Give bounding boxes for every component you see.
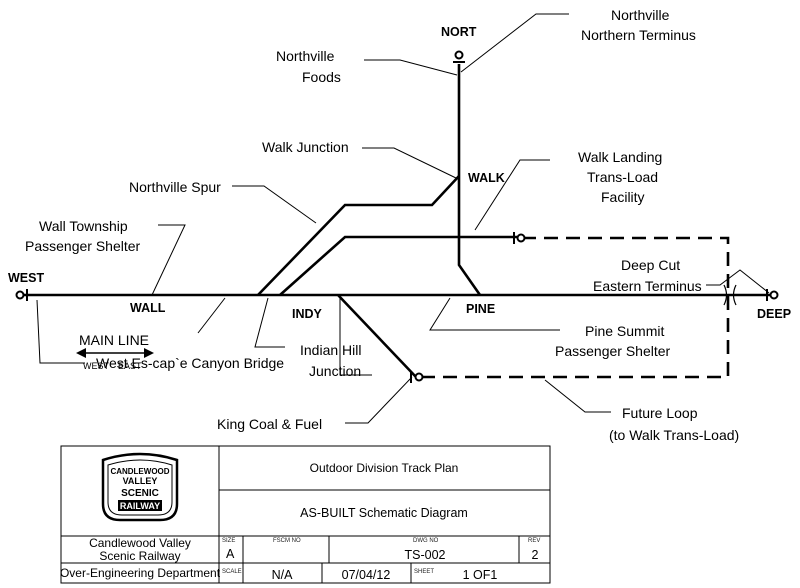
station-deep: DEEP [757,307,791,321]
svg-text:Future Loop: Future Loop [622,405,698,421]
callout-future-loop: Future Loop (to Walk Trans-Load) [609,405,739,443]
west-end-marker [15,290,25,300]
title-block [60,445,551,584]
callout-northville-terminus: Northville Northern Terminus [581,7,696,43]
station-west: WEST [8,271,44,285]
department: Over-Engineering Department [60,566,221,580]
callout-walk-junction: Walk Junction [262,139,349,155]
company-line2: Scenic Railway [99,549,180,563]
legend-arrow-right-icon [144,348,154,358]
scale-value: N/A [272,568,294,582]
svg-text:SCENIC: SCENIC [121,488,159,499]
dwg-value: TS-002 [405,548,446,562]
svg-text:SHEET: SHEET [414,569,434,575]
deep-cut-marks [723,284,737,306]
north-branch-track [457,64,482,296]
svg-text:DWG NO: DWG NO [413,538,439,544]
svg-text:SIZE: SIZE [222,538,235,544]
title-block-subtitle: AS-BUILT Schematic Diagram [300,506,468,520]
legend-west: WEST [83,361,110,371]
svg-text:SCALE: SCALE [222,569,242,575]
legend-arrow-left-icon [76,348,86,358]
date-value: 07/04/12 [342,568,391,582]
walk-landing-end-marker [516,233,526,243]
rev-value: 2 [532,548,539,562]
northville-spur-track [257,175,460,296]
deep-end-marker [769,290,779,300]
sheet-value: 1 OF1 [463,568,498,582]
cvsr-logo: CANDLEWOOD VALLEY SCENIC RAILWAY [101,452,179,522]
svg-text:Northville: Northville [276,48,335,64]
svg-text:Eastern Terminus: Eastern Terminus [593,278,702,294]
svg-text:Junction: Junction [309,363,361,379]
svg-text:CANDLEWOOD: CANDLEWOOD [110,467,169,476]
svg-text:Facility: Facility [601,189,645,205]
callout-west-bridge: West Es-cap`e Canyon Bridge [96,355,284,371]
future-loop-track [420,236,730,379]
svg-text:Deep Cut: Deep Cut [621,257,680,273]
title-block-title: Outdoor Division Track Plan [310,461,459,475]
track-lines [22,64,775,378]
svg-text:Indian Hill: Indian Hill [300,342,361,358]
svg-text:Trans-Load: Trans-Load [587,169,658,185]
callout-northville-spur: Northville Spur [129,179,221,195]
callout-indian-hill: Indian Hill Junction [300,342,361,379]
svg-text:Foods: Foods [302,69,341,85]
station-wall: WALL [130,301,166,315]
svg-text:REV: REV [528,538,540,544]
king-coal-spur-track [337,294,417,378]
size-value: A [226,547,235,561]
legend-east: EAST [118,361,142,371]
svg-text:VALLEY: VALLEY [123,476,158,486]
svg-text:Northern Terminus: Northern Terminus [581,27,696,43]
callout-wall-township: Wall Township Passenger Shelter [25,218,141,254]
svg-text:Wall Township: Wall Township [39,218,128,234]
svg-text:FSCM NO: FSCM NO [273,538,301,544]
king-coal-end-marker [414,372,424,382]
callout-northville-foods: Northville Foods [276,48,341,85]
svg-text:Passenger Shelter: Passenger Shelter [555,343,671,359]
walk-landing-spur-track [279,235,518,296]
nort-end-marker [454,50,464,60]
svg-text:Walk Landing: Walk Landing [578,149,662,165]
legend-title: MAIN LINE [79,332,149,348]
svg-text:RAILWAY: RAILWAY [120,501,160,511]
callout-king-coal: King Coal & Fuel [217,416,322,432]
svg-text:(to Walk Trans-Load): (to Walk Trans-Load) [609,427,739,443]
station-walk: WALK [468,171,505,185]
station-pine: PINE [466,302,495,316]
callout-walk-landing: Walk Landing Trans-Load Facility [578,149,662,205]
station-nort: NORT [441,25,477,39]
main-line-legend: MAIN LINE WEST EAST [76,332,154,371]
station-indy: INDY [292,307,323,321]
leader-lines [36,13,770,424]
callout-pine-summit: Pine Summit Passenger Shelter [555,323,671,359]
svg-text:Pine Summit: Pine Summit [585,323,664,339]
svg-text:Northville: Northville [611,7,670,23]
svg-text:Passenger Shelter: Passenger Shelter [25,238,141,254]
company-line1: Candlewood Valley [89,536,191,550]
callout-deep-cut: Deep Cut Eastern Terminus [593,257,702,294]
